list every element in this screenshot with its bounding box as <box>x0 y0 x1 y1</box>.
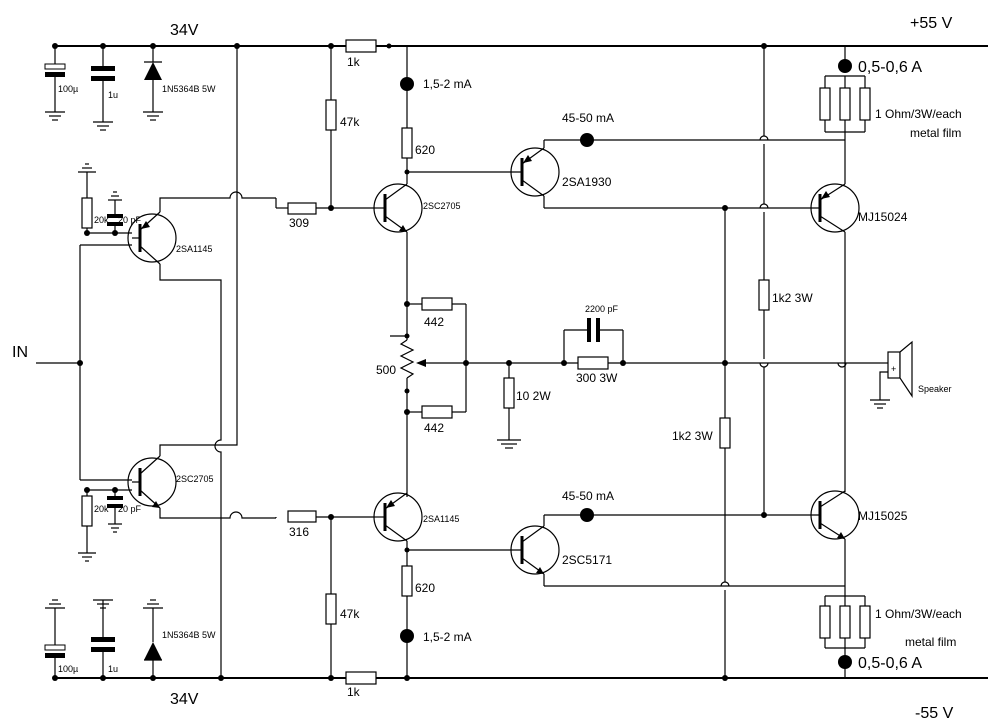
output-transistor-top <box>810 183 860 492</box>
mid-res-top-label: 1k2 3W <box>772 291 813 305</box>
vas-top-div-res-label: 47k <box>340 115 360 129</box>
output-top-emitter-res-label: 1 Ohm/3W/each <box>875 107 962 121</box>
series-res-label: 300 3W <box>576 371 618 385</box>
top-cap-1u-label: 1u <box>108 90 118 100</box>
vas-transistor-top <box>373 160 423 304</box>
top-cap-100u-label: 100µ <box>58 84 78 94</box>
bottom-cap-100u-label: 100µ <box>58 664 78 674</box>
vas-top-feed-res-label: 1k <box>347 55 361 69</box>
driver-transistor-top <box>510 133 845 211</box>
driver-bottom-current-label: 45-50 mA <box>562 489 614 503</box>
vas-bottom-transistor-label: 2SA1145 <box>423 514 459 524</box>
output-bottom-transistor-label: MJ15025 <box>858 509 908 523</box>
shunt-res-label: 10 2W <box>516 389 551 403</box>
vas-bottom-load <box>400 547 522 678</box>
output-node <box>466 318 880 449</box>
bottom-zener-label: 1N5364B 5W <box>162 630 216 640</box>
vas-transistor-bottom <box>373 492 423 566</box>
top-decoupling <box>44 46 163 131</box>
vas-top-load-label: 620 <box>415 143 435 157</box>
input-label: IN <box>12 344 28 361</box>
output-bottom-current-label: 0,5-0,6 A <box>858 655 922 672</box>
output-emitter-res-top <box>819 46 871 184</box>
input-top-transistor-label: 2SA1145 <box>176 244 212 254</box>
output-top-transistor-label: MJ15024 <box>858 210 908 224</box>
driver-top-transistor-label: 2SA1930 <box>562 175 612 189</box>
vas-bottom-series-res <box>275 510 375 523</box>
mid-resistors <box>719 46 770 678</box>
input-top-bias <box>78 163 132 236</box>
bias-res-top-label: 442 <box>424 315 444 329</box>
input-bottom-transistor-label: 2SC2705 <box>176 474 214 484</box>
input-bottom-bias <box>78 487 132 562</box>
output-emitter-res-bottom <box>819 595 871 678</box>
input-wiring <box>36 244 132 481</box>
output-top-current-label: 0,5-0,6 A <box>858 59 922 76</box>
bottom-decoupling <box>44 599 163 678</box>
negative-supply-label: -55 V <box>915 705 954 722</box>
svg-text:+: + <box>891 364 896 374</box>
input-top-res-label: 20k <box>94 215 109 225</box>
bias-pot-label: 500 <box>376 363 396 377</box>
speaker-icon: + <box>870 340 913 409</box>
vas-bottom-feed-res-label: 1k <box>347 685 361 699</box>
input-transistor-top <box>127 203 177 275</box>
driver-bottom-transistor-label: 2SC5171 <box>562 553 612 567</box>
output-transistor-bottom <box>810 490 860 596</box>
vas-top-transistor-label: 2SC2705 <box>423 201 461 211</box>
vas-top-current-label: 1,5-2 mA <box>423 77 472 91</box>
output-bottom-emitter-res-type: metal film <box>905 635 956 649</box>
vas-bottom-load-label: 620 <box>415 581 435 595</box>
driver-top-current-label: 45-50 mA <box>562 111 614 125</box>
vas-top-series-res-label: 309 <box>289 216 309 230</box>
driver-transistor-bottom <box>510 508 845 587</box>
input-stage-wiring <box>159 46 290 678</box>
speaker-label: Speaker <box>918 384 952 394</box>
input-top-cap-label: 20 pF <box>118 215 142 225</box>
positive-supply-label: +55 V <box>910 15 953 32</box>
bias-res-bottom-label: 442 <box>424 421 444 435</box>
input-bottom-res-label: 20k <box>94 504 109 514</box>
top-rail-voltage-label: 34V <box>170 22 199 39</box>
input-bottom-cap-label: 20 pF <box>118 504 142 514</box>
vas-bottom-current-label: 1,5-2 mA <box>423 630 472 644</box>
vas-top-feed <box>325 39 764 211</box>
bottom-rail-voltage-label: 34V <box>170 691 199 708</box>
vas-top-series-res <box>275 198 375 215</box>
top-zener-label: 1N5364B 5W <box>162 84 216 94</box>
vas-bottom-series-res-label: 316 <box>289 525 309 539</box>
bottom-rail <box>52 675 988 681</box>
output-bottom-emitter-res-label: 1 Ohm/3W/each <box>875 607 962 621</box>
vas-bottom-feed <box>325 517 377 685</box>
output-top-emitter-res-type: metal film <box>910 126 961 140</box>
mid-res-bottom-label: 1k2 3W <box>672 429 713 443</box>
bottom-cap-1u-label: 1u <box>108 664 118 674</box>
bias-network <box>390 297 469 497</box>
input-transistor-bottom <box>127 448 177 516</box>
vas-top-load <box>400 46 522 175</box>
vas-bottom-div-res-label: 47k <box>340 607 360 621</box>
zobel-cap-label: 2200 pF <box>585 304 619 314</box>
